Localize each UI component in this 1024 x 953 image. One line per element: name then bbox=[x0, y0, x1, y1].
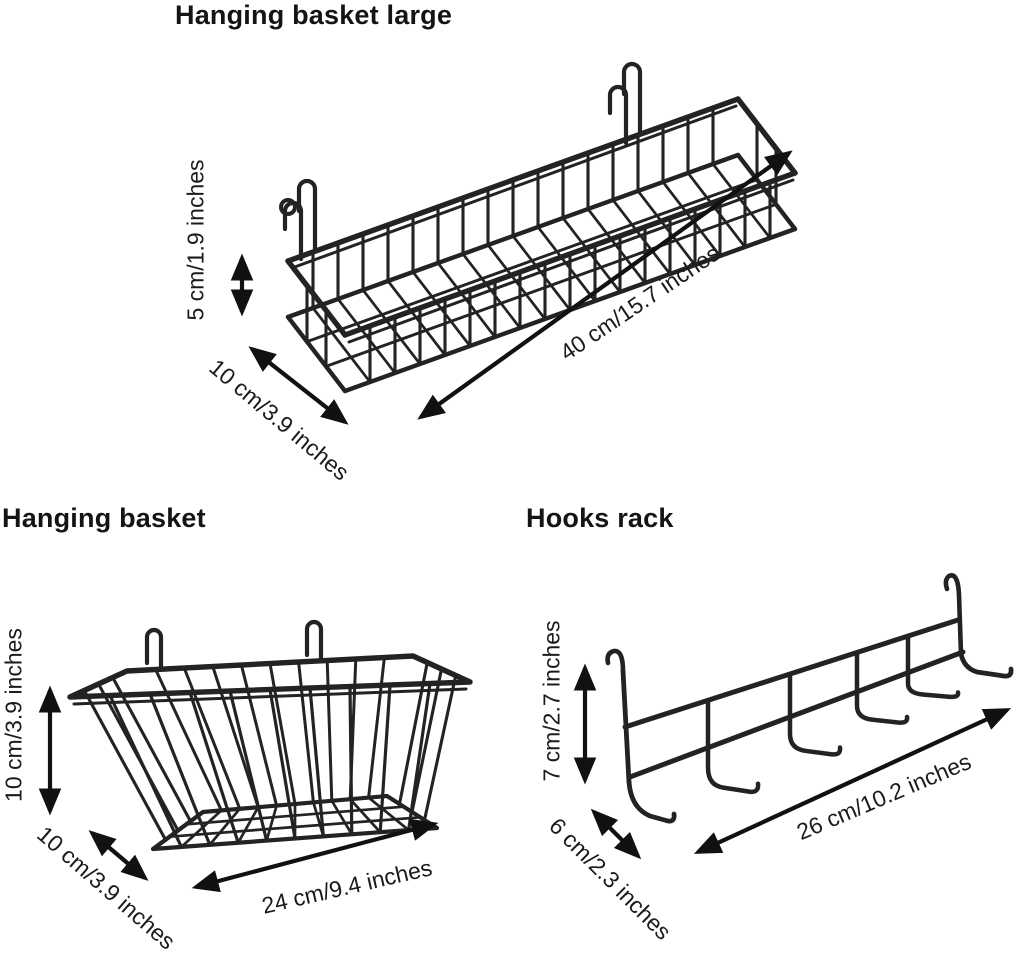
height-label-hooks-rack: 7 cm/2.7 inches bbox=[538, 620, 565, 782]
depth-arrow-large-basket bbox=[248, 346, 349, 425]
height-label-large-basket: 5 cm/1.9 inches bbox=[182, 159, 209, 321]
title-hanging-basket-large: Hanging basket large bbox=[175, 0, 453, 30]
hanging-basket-image bbox=[67, 619, 473, 852]
length-arrow-hooks-rack bbox=[693, 708, 1012, 854]
depth-arrow-hooks-rack bbox=[590, 808, 642, 860]
length-arrow-basket bbox=[191, 818, 439, 893]
title-hooks-rack: Hooks rack bbox=[526, 503, 674, 533]
depth-arrow-basket bbox=[88, 830, 149, 881]
title-hanging-basket: Hanging basket bbox=[2, 503, 206, 533]
height-label-basket: 10 cm/3.9 inches bbox=[0, 628, 27, 802]
length-arrow-large-basket bbox=[417, 150, 793, 420]
